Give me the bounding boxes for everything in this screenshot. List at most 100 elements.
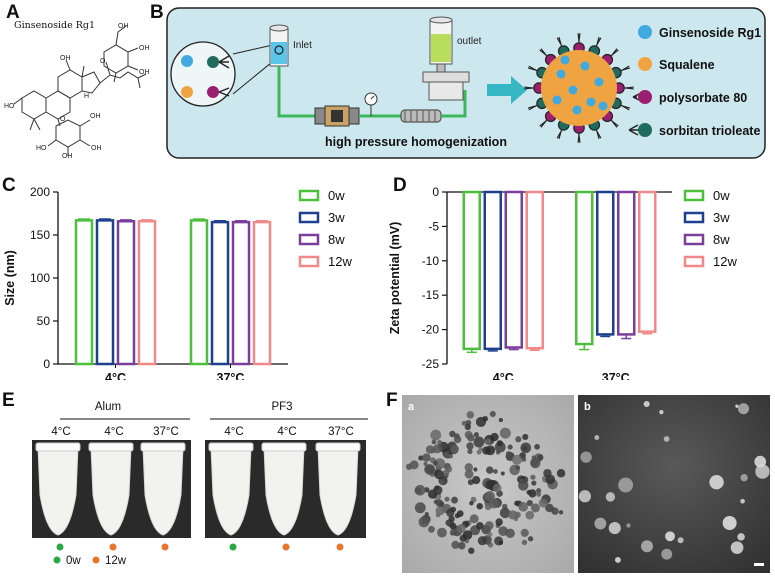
nanoparticle-cluster: [448, 515, 455, 522]
tube-cap: [315, 442, 361, 452]
nanoparticle-dot: [661, 548, 673, 560]
svg-text:O: O: [100, 58, 106, 65]
svg-text:OH: OH: [139, 45, 150, 52]
bar-12w-4c: [137, 219, 157, 366]
nanoparticle-cluster: [454, 513, 460, 519]
nanoparticle-cluster: [467, 448, 473, 455]
x-tick-label: 4°C: [493, 371, 514, 380]
nanoparticle-cluster: [461, 420, 467, 426]
nanoparticle-cluster: [520, 442, 532, 454]
nanoparticle-cluster: [431, 439, 437, 445]
nanoparticle-dot: [580, 451, 592, 463]
subpanel-label-a: a: [408, 401, 415, 413]
tube-body: [37, 446, 79, 536]
tubing-outlet: [441, 90, 467, 118]
svg-text:OH: OH: [139, 69, 150, 76]
nanoparticle-cluster: [422, 453, 431, 462]
tube-cap: [208, 442, 254, 452]
legend-label-3w: 3w: [713, 210, 730, 225]
nanoparticle-cluster: [444, 496, 450, 502]
tube-cap: [88, 442, 134, 452]
nanoparticle-cluster: [451, 496, 458, 504]
tube-2: 4°C: [85, 426, 139, 551]
legend-swatch-3w: [298, 211, 320, 224]
nanoparticle-cluster: [490, 432, 499, 442]
nanoparticle-cluster: [498, 418, 503, 423]
nanoparticle-cluster: [466, 411, 475, 419]
nanoparticle-cluster: [451, 540, 460, 549]
tube-6: 37°C: [312, 426, 366, 551]
panel-letter-f: F: [386, 390, 398, 411]
nanoparticle-cluster: [508, 510, 518, 520]
nanoparticle-cluster: [435, 512, 441, 518]
x-tick-label: 37°C: [602, 371, 630, 380]
ginsenoside-dot: [580, 61, 590, 71]
nanoparticle-cluster: [434, 469, 444, 480]
legend-swatch-0w: [683, 189, 705, 202]
nanoparticle-cluster: [489, 410, 496, 418]
nanoparticle-dot: [665, 531, 675, 542]
panel-letter-c: C: [2, 175, 16, 196]
tube-marker-dot: [229, 543, 237, 551]
ginsenoside-dot: [598, 101, 608, 111]
nanoparticle-cluster: [430, 429, 442, 441]
nanoparticle-cluster: [536, 492, 542, 497]
x-tick-label: 4°C: [105, 371, 126, 380]
nanoparticle-cluster: [439, 479, 445, 485]
ginsenoside-dot: [572, 105, 582, 115]
ring-a: [21, 90, 47, 120]
nanoparticle-cluster: [536, 488, 542, 494]
legend-ginsenoside: Ginsenoside Rg1: [659, 26, 761, 40]
nanoparticle-cluster: [543, 468, 552, 478]
y-tick-label: -10: [422, 254, 440, 268]
y-tick-label: 150: [30, 228, 50, 242]
nanoparticle-cluster: [484, 521, 494, 530]
bar-12w-37c: [638, 190, 657, 333]
tube-cap: [261, 442, 307, 452]
nanoparticle-cluster: [476, 502, 483, 510]
nanoparticle-cluster: [505, 451, 512, 457]
nanoparticle-cluster: [456, 524, 466, 533]
nanoparticle-cluster: [537, 454, 544, 461]
nanoparticle-cluster: [498, 540, 504, 546]
legend-swatch-12w: [298, 255, 320, 268]
svg-text:OH: OH: [90, 113, 101, 120]
ring-c: [57, 69, 83, 99]
legend-swatch-8w: [298, 233, 320, 246]
nanoparticle-cluster: [520, 528, 529, 537]
panel-letter-d: D: [393, 175, 407, 196]
subpanel-label-b: b: [584, 401, 591, 413]
nanoparticle-cluster: [492, 483, 502, 493]
legend-0w: 0w: [66, 555, 81, 567]
nanoparticle-cluster: [418, 455, 424, 461]
nanoparticle-cluster: [437, 440, 443, 445]
svg-text:OH: OH: [62, 153, 73, 160]
compound-name: Ginsenoside Rg1: [14, 20, 95, 31]
nanoparticle-cluster: [409, 460, 419, 470]
y-tick-label: 50: [37, 314, 51, 328]
nanoparticle-cluster: [531, 480, 537, 486]
ginsenoside-structure: OH OH OH O OH HO O OH OH HO OH H: [4, 23, 150, 160]
nanoparticle-cluster: [522, 433, 529, 441]
nanoparticle-dot: [737, 533, 745, 541]
nanoparticle-cluster: [449, 522, 457, 530]
ring-d: [81, 71, 101, 94]
legend-12w: 12w: [105, 555, 127, 567]
nanoparticle-cluster: [453, 435, 462, 444]
inlet-label: Inlet: [293, 40, 312, 51]
nanoparticle-dot: [735, 404, 739, 408]
nanoparticle-dot: [740, 498, 745, 504]
svg-text:OH: OH: [118, 23, 129, 30]
tube-3: 37°C: [137, 426, 191, 551]
tube-body: [210, 446, 252, 536]
nanoparticle-cluster: [459, 534, 467, 542]
nanoparticle-dot: [709, 474, 724, 490]
legend-squalene: Squalene: [659, 58, 715, 72]
nanoparticle-cluster: [443, 452, 450, 458]
nanoparticle-cluster: [428, 525, 435, 533]
ginsenoside-dot: [556, 69, 566, 79]
tube-temperature-label: 37°C: [153, 426, 179, 438]
legend-label-0w: 0w: [328, 188, 345, 203]
y-tick-label: -20: [422, 323, 440, 337]
nanoparticle-cluster: [434, 458, 446, 470]
